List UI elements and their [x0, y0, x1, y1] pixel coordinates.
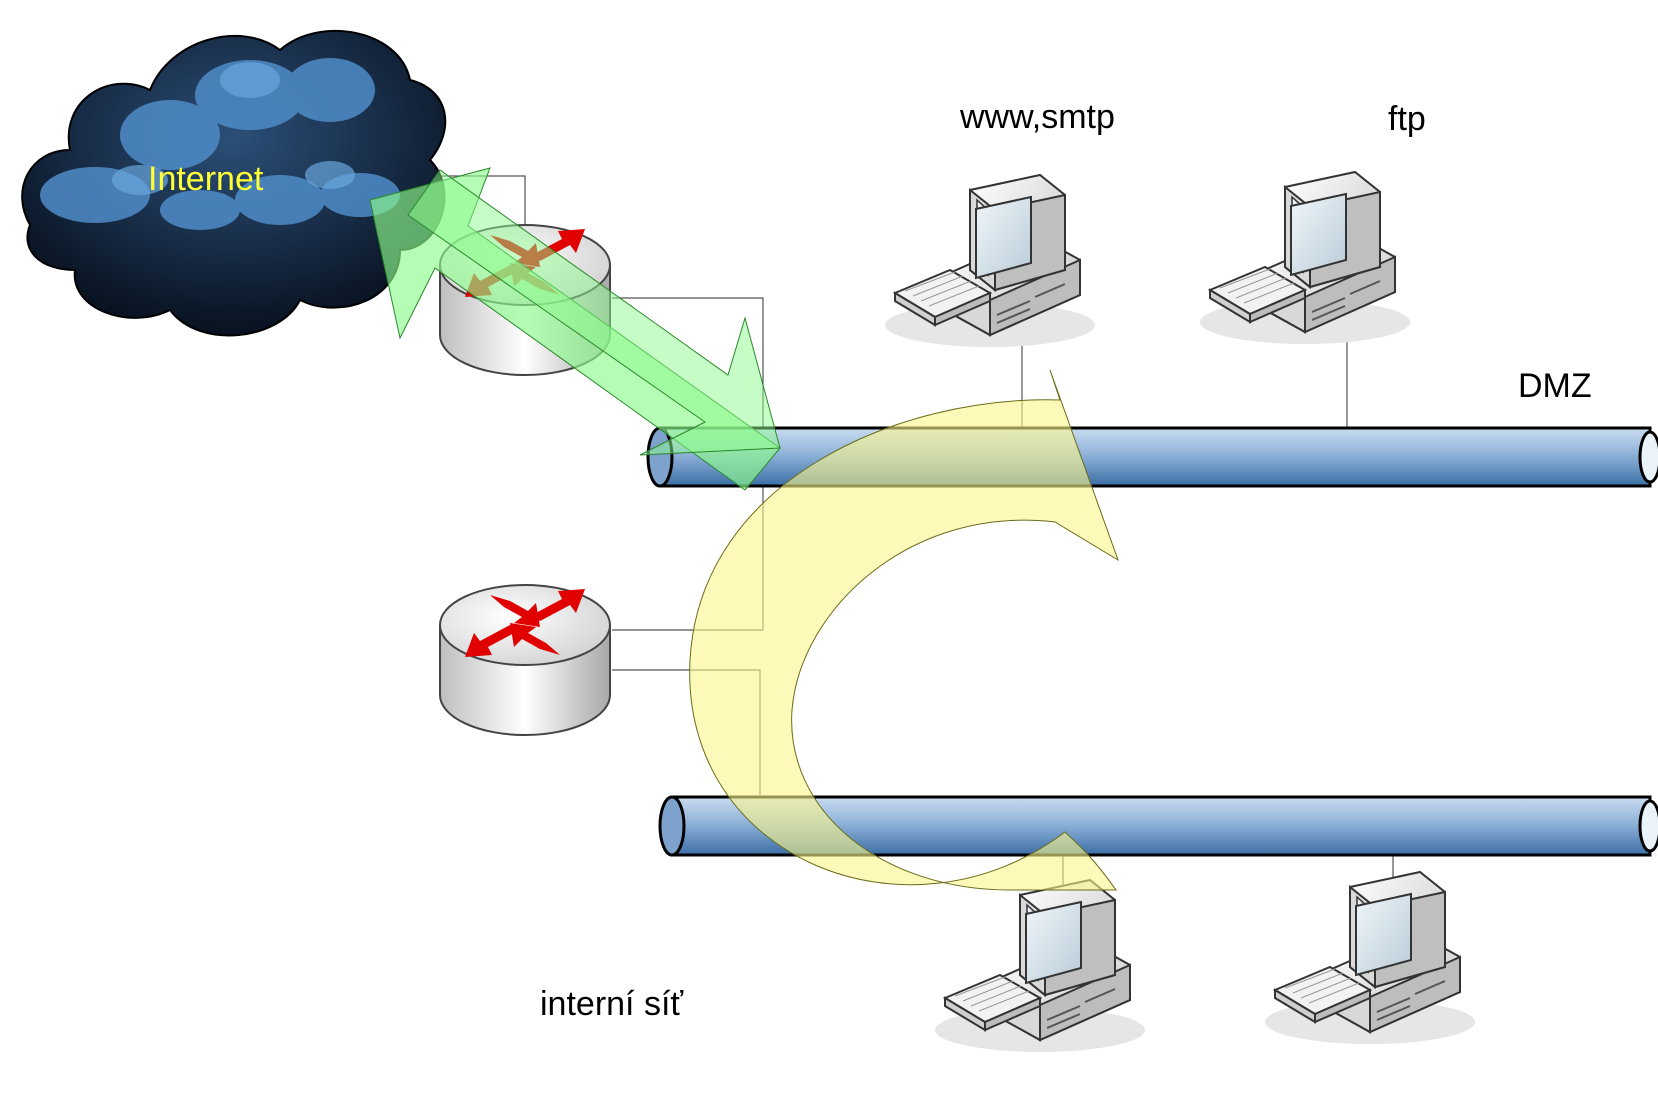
- server-label-ftp: ftp: [1388, 100, 1426, 138]
- internet-label: Internet: [148, 160, 264, 198]
- green-traffic-arrow: [369, 167, 781, 491]
- server-www-smtp: [884, 174, 1096, 348]
- dmz-label: DMZ: [1518, 367, 1592, 405]
- internet-cloud: [21, 29, 447, 337]
- internal-computer-1: [934, 879, 1146, 1053]
- internal-computer-2: [1264, 871, 1476, 1045]
- yellow-traffic-arrow: [689, 369, 1119, 891]
- server-label-www-smtp: www,smtp: [959, 98, 1115, 136]
- internal-network-label: interní síť: [540, 985, 684, 1023]
- router-arrows-icon: [465, 589, 585, 657]
- router-bottom: [439, 584, 611, 736]
- server-ftp: [1199, 171, 1411, 345]
